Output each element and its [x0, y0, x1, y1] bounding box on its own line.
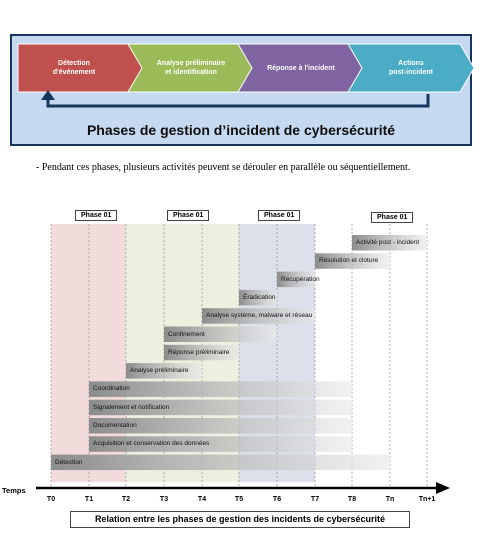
- activity-label: Réponse préliminaire: [168, 348, 230, 356]
- time-tick-label: T3: [159, 496, 169, 503]
- time-tick-label: T5: [234, 496, 244, 503]
- time-tick-label: T0: [46, 496, 56, 503]
- time-tick-label: T4: [197, 496, 207, 503]
- activity-bar: [202, 308, 315, 324]
- activity-bar: [164, 344, 239, 361]
- activity-label: Confinement: [168, 330, 205, 338]
- activity-label: Éradication: [243, 293, 276, 301]
- activity-bar: [315, 253, 390, 269]
- phase-header: Phase 01: [371, 212, 414, 223]
- parallel-note: - Pendant ces phases, plusieurs activité…: [36, 162, 411, 173]
- activity-bar: [51, 454, 390, 471]
- activity-bar: [89, 418, 352, 434]
- phase-chevron-label-1: Détection d'événement: [52, 60, 96, 76]
- activity-label: Analyse système, malware et réseau: [206, 312, 313, 320]
- activity-label: Récupération: [281, 275, 320, 283]
- return-arrow-head: [41, 90, 55, 100]
- phase-chevron-label-2: Analyse préliminaire et identification: [156, 60, 226, 76]
- phase-header: Phase 01: [167, 210, 210, 221]
- activity-label: Acquisition et conservation des données: [93, 440, 210, 448]
- activity-label: Coordination: [93, 385, 130, 393]
- phase-chevron-label-3: Réponse à l'incident: [267, 64, 335, 72]
- activity-label: Activité post - incident: [356, 239, 420, 246]
- activity-label: Analyse préliminaire: [130, 367, 189, 375]
- activity-label: Signalement et notification: [93, 403, 170, 411]
- axis-label-temps: Temps: [2, 486, 26, 495]
- phase-chevron-4: [347, 43, 475, 93]
- phase-header: Phase 01: [258, 210, 301, 221]
- phase-chevron-label-4: Actions post-incident: [389, 60, 433, 76]
- activity-bar: [89, 399, 352, 416]
- time-tick-label: Tn+1: [418, 496, 436, 503]
- diagram-title: Phases de gestion d’incident de cyberséc…: [86, 122, 396, 138]
- time-tick-label: T6: [272, 496, 282, 503]
- time-tick-label: T7: [310, 496, 320, 503]
- activity-label: Détection: [55, 458, 83, 466]
- time-axis-arrowhead: [436, 482, 450, 494]
- time-tick-label: T1: [84, 496, 94, 503]
- activity-label: Résolution et cloture: [319, 257, 379, 265]
- activity-bar: [89, 381, 352, 397]
- activity-bar: [164, 326, 277, 342]
- time-tick-label: T8: [347, 496, 357, 503]
- activity-bar: [126, 363, 202, 379]
- activity-bar: [89, 436, 352, 452]
- timeline-title: Relation entre les phases de gestion des…: [70, 511, 410, 528]
- activity-bar: [352, 235, 427, 251]
- activity-bar: [239, 289, 277, 306]
- activity-bar: [277, 271, 315, 288]
- return-arrow: [46, 94, 430, 108]
- timeline-canvas: [36, 224, 450, 494]
- phase-header: Phase 01: [75, 210, 118, 221]
- chevron-flow: [17, 43, 475, 108]
- time-tick-label: T2: [121, 496, 131, 503]
- time-tick-label: Tn: [385, 496, 395, 503]
- activity-label: Documentation: [93, 422, 137, 429]
